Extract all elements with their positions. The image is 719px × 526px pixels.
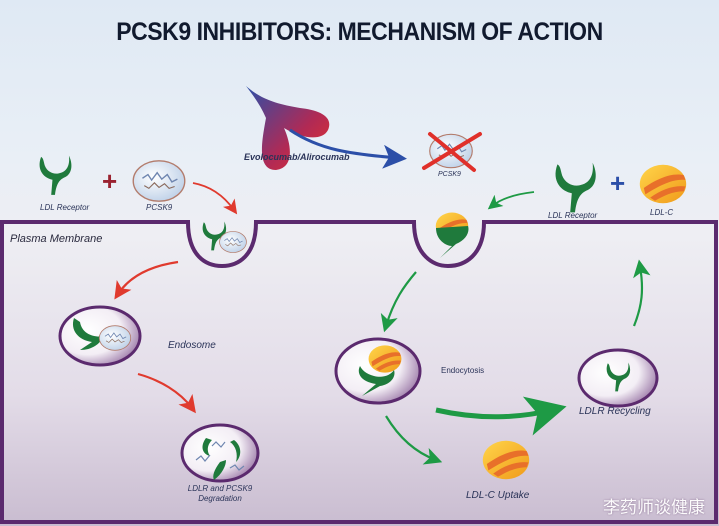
ldl-receptor-icon	[39, 155, 72, 195]
endocytosis-label: Endocytosis	[441, 366, 485, 375]
arrow-to-recycling	[435, 396, 567, 436]
bound-receptor-right-icon	[436, 226, 469, 258]
ldl-receptor-label: LDL Receptor	[40, 203, 90, 212]
bound-pcsk9-icon	[219, 231, 247, 253]
watermark: 李药师谈健康	[603, 498, 705, 518]
cross-icon	[422, 132, 482, 172]
drug-label: Evolocumab/Alirocumab	[244, 152, 350, 162]
antibody-drug-icon	[246, 86, 330, 170]
ldl-receptor-right-label: LDL Receptor	[548, 211, 598, 220]
plus-right-icon: +	[610, 168, 626, 198]
arrow-to-surface	[632, 259, 651, 327]
ldl-c-uptake-icon	[482, 440, 530, 480]
plasma-membrane	[0, 220, 718, 524]
ldl-c-icon	[639, 164, 687, 204]
arrow-to-endosome	[114, 260, 179, 300]
ldl-receptor-right-icon	[555, 162, 596, 213]
ldl-c-label: LDL-C	[650, 208, 674, 217]
ldlr-recycling-label: LDLR Recycling	[579, 406, 651, 417]
pcsk9-label: PCSK9	[146, 203, 173, 212]
pcsk9-icon	[132, 160, 186, 202]
diagram-title: PCSK9 INHIBITORS: MECHANISM OF ACTION	[116, 18, 603, 46]
ldl-c-uptake-label: LDL-C Uptake	[466, 490, 530, 501]
arrow-to-membrane	[192, 182, 238, 215]
drug-arrow	[289, 128, 407, 169]
endocytosis-receptor-icon	[358, 366, 395, 396]
endocytosis-ldl-icon	[368, 345, 402, 373]
arrow-to-endocytosis	[380, 271, 417, 333]
plus-icon: +	[102, 166, 118, 196]
endosome-receptor-icon	[72, 318, 104, 350]
degradation-label-line2: Degradation	[198, 494, 242, 503]
endosome-pcsk9-icon	[98, 325, 132, 351]
degradation-label-line1: LDLR and PCSK9	[187, 484, 253, 493]
arrow-to-membrane-right	[487, 191, 535, 210]
degradation-cell	[180, 423, 260, 483]
arrow-to-uptake	[385, 415, 443, 465]
plasma-membrane-label: Plasma Membrane	[10, 233, 103, 245]
pcsk9-blocked-label: PCSK9	[438, 171, 461, 178]
degraded-fragments	[195, 441, 245, 471]
endosome-label: Endosome	[168, 340, 216, 351]
degradation-label: LDLR and PCSK9 Degradation	[184, 484, 256, 504]
arrow-to-degradation	[137, 372, 196, 414]
